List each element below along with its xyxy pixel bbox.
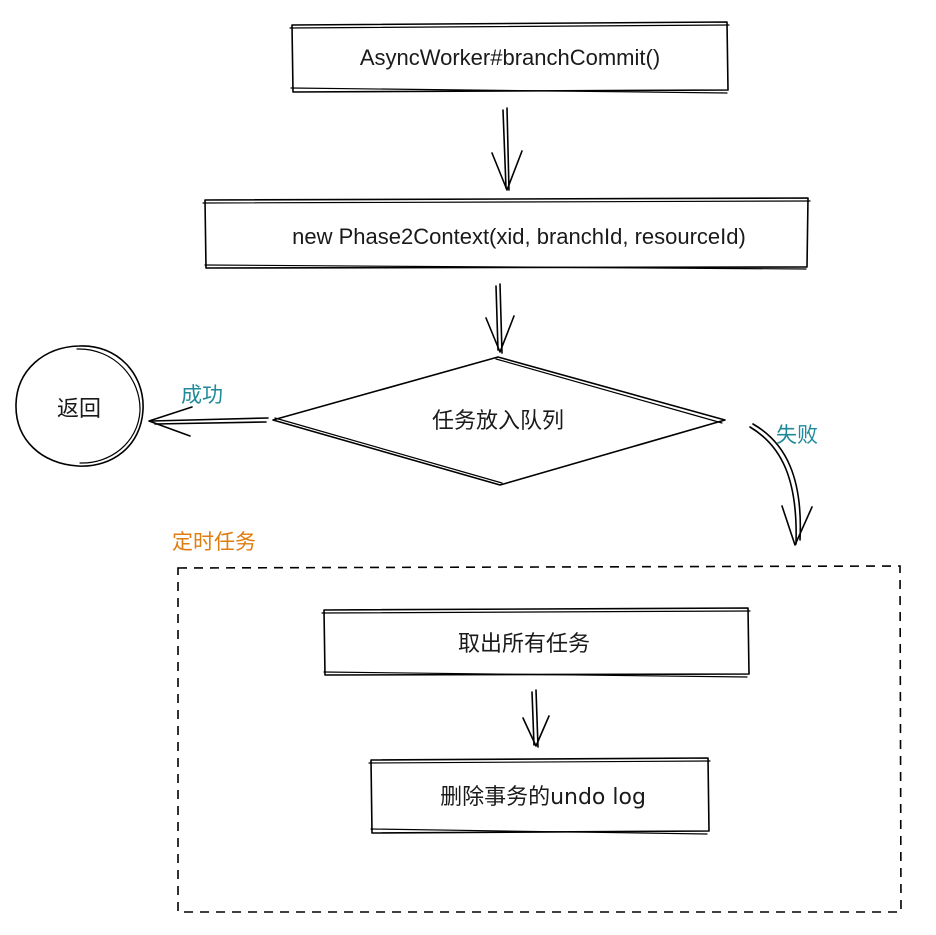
arrow-context-to-enqueue xyxy=(485,283,515,354)
node-branch-commit-label: AsyncWorker#branchCommit() xyxy=(360,45,660,70)
node-branch-commit: AsyncWorker#branchCommit() xyxy=(289,21,730,94)
arrow-success xyxy=(148,406,269,437)
edge-label-success: 成功 xyxy=(181,383,223,407)
node-new-context-label: new Phase2Context(xid, branchId, resourc… xyxy=(292,224,746,249)
group-scheduled-task xyxy=(177,565,902,913)
arrow-fail xyxy=(749,423,813,546)
node-enqueue-label: 任务放入队列 xyxy=(432,409,564,434)
node-return-label: 返回 xyxy=(57,397,101,422)
group-label-scheduled-task: 定时任务 xyxy=(172,530,256,554)
arrow-take-to-delete xyxy=(522,689,550,748)
node-delete-undo-log: 删除事务的undo log xyxy=(368,757,711,835)
node-take-all-tasks: 取出所有任务 xyxy=(321,607,751,678)
node-return: 返回 xyxy=(15,345,144,467)
edge-label-fail: 失败 xyxy=(776,423,818,447)
node-enqueue-decision: 任务放入队列 xyxy=(272,356,726,486)
node-take-all-label: 取出所有任务 xyxy=(458,632,590,657)
node-delete-undo-label: 删除事务的undo log xyxy=(440,785,646,810)
arrow-commit-to-context xyxy=(491,107,523,191)
node-new-context: new Phase2Context(xid, branchId, resourc… xyxy=(202,197,811,270)
